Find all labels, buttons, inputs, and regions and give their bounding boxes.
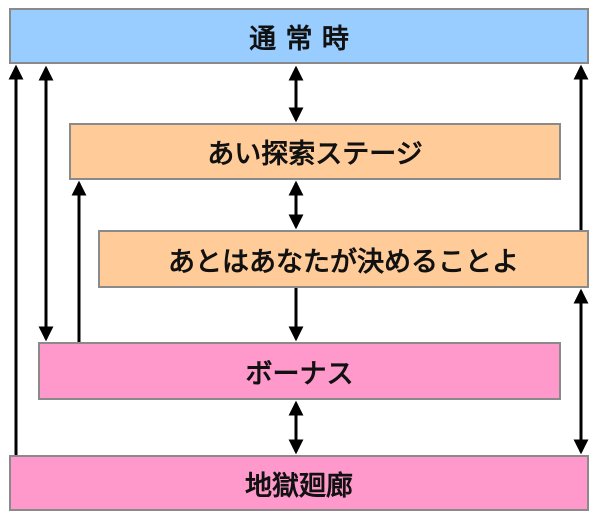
state-bonus-label: ボーナス — [245, 358, 354, 390]
state-ai-search-stage-label: あい探索ステージ — [207, 139, 423, 170]
state-ai-search-stage: あい探索ステージ — [69, 123, 561, 180]
state-up-to-you: あとはあなたが決めることよ — [98, 230, 589, 288]
state-up-to-you-label: あとはあなたが決めることよ — [168, 246, 519, 278]
state-hell-corridor-label: 地獄廻廊 — [245, 470, 353, 502]
state-hell-corridor: 地獄廻廊 — [9, 455, 589, 511]
state-bonus: ボーナス — [38, 342, 561, 400]
state-normal-label: 通 常 時 — [249, 23, 349, 55]
state-normal: 通 常 時 — [9, 8, 589, 64]
